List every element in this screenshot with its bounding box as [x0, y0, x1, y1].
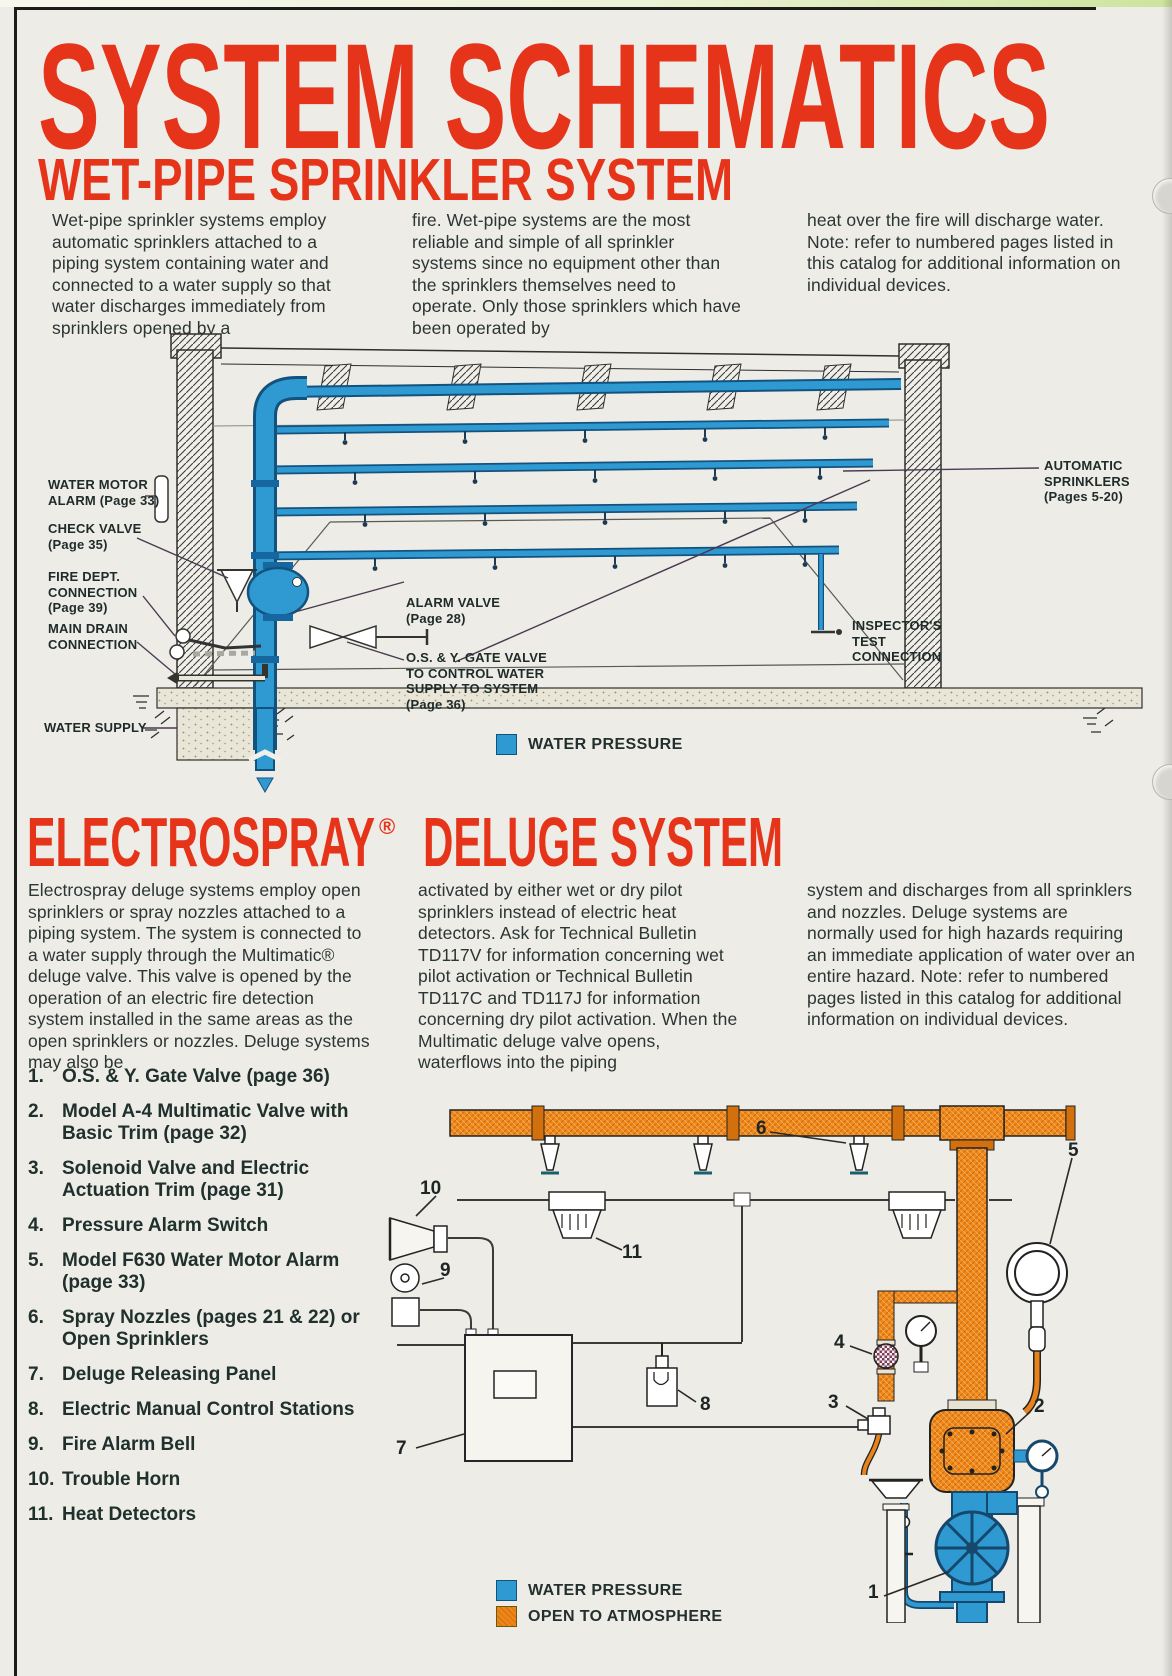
deluge-paragraph-3: system and discharges from all sprinkler…: [807, 880, 1136, 1029]
list-item: 4.Pressure Alarm Switch: [28, 1215, 269, 1236]
label-automatic-sprinklers: AUTOMATIC SPRINKLERS (Pages 5-20): [1044, 458, 1130, 504]
label-water-supply: WATER SUPPLY: [44, 720, 147, 735]
multimatic-valve: [929, 1399, 1015, 1493]
label-main-drain-connection: MAIN DRAIN CONNECTION: [48, 621, 138, 652]
callout-leaders: [415, 1131, 1073, 1597]
inspectors-test-pipe: [811, 554, 842, 635]
open-sprinkler-heads: [540, 1135, 869, 1175]
leader-lines: [136, 467, 1040, 729]
riser-pipe: [247, 376, 307, 794]
label-osy-gate-valve: O.S. & Y. GATE VALVE TO CONTROL WATER SU…: [406, 650, 548, 712]
deluge-component-list: 1.O.S. & Y. Gate Valve (page 36) 2.Model…: [28, 1066, 380, 1539]
water-pressure-label: WATER PRESSURE: [528, 1581, 683, 1599]
right-wall: [898, 343, 950, 689]
fire-alarm-bell: [390, 1263, 420, 1327]
osy-gate-valve-device: [309, 624, 429, 650]
water-pressure-label: WATER PRESSURE: [528, 735, 683, 753]
page-border-left: [14, 7, 17, 1676]
wetpipe-paragraph-2: fire. Wet-pipe systems are the most reli…: [412, 210, 741, 338]
list-item: 6.Spray Nozzles (pages 21 & 22) or Open …: [28, 1307, 360, 1350]
list-item: 3.Solenoid Valve and Electric Actuation …: [28, 1158, 310, 1201]
deluge-diagram: [388, 1105, 1076, 1623]
registered-mark: ®: [379, 814, 395, 839]
wetpipe-legend: WATER PRESSURE: [496, 734, 683, 755]
callout-10: 10: [420, 1178, 442, 1199]
water-pressure-swatch: [496, 734, 517, 755]
callout-3: 3: [828, 1392, 839, 1413]
osy-gate-valve-deluge: [934, 1491, 1018, 1623]
label-inspectors-test: INSPECTOR'S TEST CONNECTION: [852, 618, 942, 664]
callout-8: 8: [700, 1394, 711, 1415]
wetpipe-paragraph-3: heat over the fire will discharge water.…: [807, 210, 1121, 295]
adjacent-page-strip: [0, 0, 1172, 7]
label-check-valve: CHECK VALVE (Page 35): [48, 521, 142, 552]
page-edge-shadow: [1162, 0, 1172, 1676]
section-deluge-heading-art: ELECTROSPRAY ® DELUGE SYSTEM: [27, 806, 783, 881]
main-drain-pipe: [167, 664, 268, 684]
detection-wiring: [397, 1199, 1012, 1428]
wire-junction: [733, 1192, 751, 1207]
callout-5: 5: [1068, 1140, 1079, 1161]
alarm-valve-device: [246, 562, 310, 621]
pressure-gauge: [905, 1315, 937, 1373]
label-water-motor-alarm: WATER MOTOR ALARM (Page 33): [48, 477, 160, 508]
deluge-paragraph-1: Electrospray deluge systems employ open …: [28, 880, 370, 1072]
floor-slab: [133, 687, 1143, 761]
deluge-heading-brand: ELECTROSPRAY: [27, 806, 375, 881]
ceiling-structure: [220, 347, 900, 411]
page-title: SYSTEM SCHEMATICS: [38, 30, 1050, 180]
list-item: 5.Model F630 Water Motor Alarm (page 33): [28, 1250, 340, 1293]
water-pressure-swatch: [496, 1580, 517, 1601]
list-item: 1.O.S. & Y. Gate Valve (page 36): [28, 1066, 330, 1087]
deluge-legend-water: WATER PRESSURE: [496, 1580, 683, 1601]
label-alarm-valve: ALARM VALVE (Page 28): [406, 595, 501, 626]
check-valve-device: [217, 569, 257, 612]
heat-detector: [548, 1191, 606, 1239]
open-to-atmosphere-swatch: [496, 1606, 517, 1627]
callout-7: 7: [396, 1438, 407, 1459]
punch-hole: [1152, 178, 1172, 214]
callout-2: 2: [1034, 1396, 1045, 1417]
callout-9: 9: [440, 1260, 451, 1281]
page-border-top: [14, 7, 1096, 10]
list-item: 9.Fire Alarm Bell: [28, 1434, 196, 1455]
callout-11: 11: [622, 1242, 643, 1263]
ceiling-branch-pipes: [262, 378, 902, 561]
pressure-alarm-switch: [873, 1339, 899, 1375]
wetpipe-paragraph-1: Wet-pipe sprinkler systems employ automa…: [52, 210, 331, 338]
deluge-heading-rest: DELUGE SYSTEM: [423, 806, 783, 881]
outlet-gauge: [1013, 1439, 1059, 1499]
page-title-art: SYSTEM SCHEMATICS WET-PIPE SPRINKLER SYS…: [38, 30, 1050, 210]
wetpipe-diagram: [133, 333, 1143, 794]
open-to-atmosphere-label: OPEN TO ATMOSPHERE: [528, 1607, 723, 1625]
list-item: 8.Electric Manual Control Stations: [28, 1399, 355, 1420]
section-wetpipe-heading: WET-PIPE SPRINKLER SYSTEM: [38, 147, 733, 210]
deluge-releasing-panel: [464, 1328, 573, 1462]
label-fire-dept-connection: FIRE DEPT. CONNECTION (Page 39): [48, 569, 138, 615]
list-item: 7.Deluge Releasing Panel: [28, 1364, 277, 1385]
list-item: 10.Trouble Horn: [28, 1469, 181, 1490]
manual-control-station: [646, 1343, 678, 1407]
solenoid-valve: [857, 1407, 891, 1435]
callout-6: 6: [756, 1118, 767, 1139]
deluge-paragraph-2: activated by either wet or dry pilot spr…: [418, 880, 738, 1072]
list-item: 2.Model A-4 Multimatic Valve with Basic …: [28, 1101, 349, 1144]
water-motor-alarm-f630: [1006, 1242, 1068, 1352]
list-item: 11.Heat Detectors: [28, 1504, 197, 1525]
trouble-horn: [388, 1216, 448, 1262]
deluge-legend-atmosphere: OPEN TO ATMOSPHERE: [496, 1606, 722, 1627]
heat-detector: [888, 1191, 946, 1239]
fire-dept-connection-device: [169, 628, 262, 660]
drain-trim: [869, 1478, 1045, 1623]
callout-4: 4: [834, 1332, 845, 1353]
callout-1: 1: [868, 1582, 879, 1603]
water-motor-alarm-device: [154, 475, 169, 523]
